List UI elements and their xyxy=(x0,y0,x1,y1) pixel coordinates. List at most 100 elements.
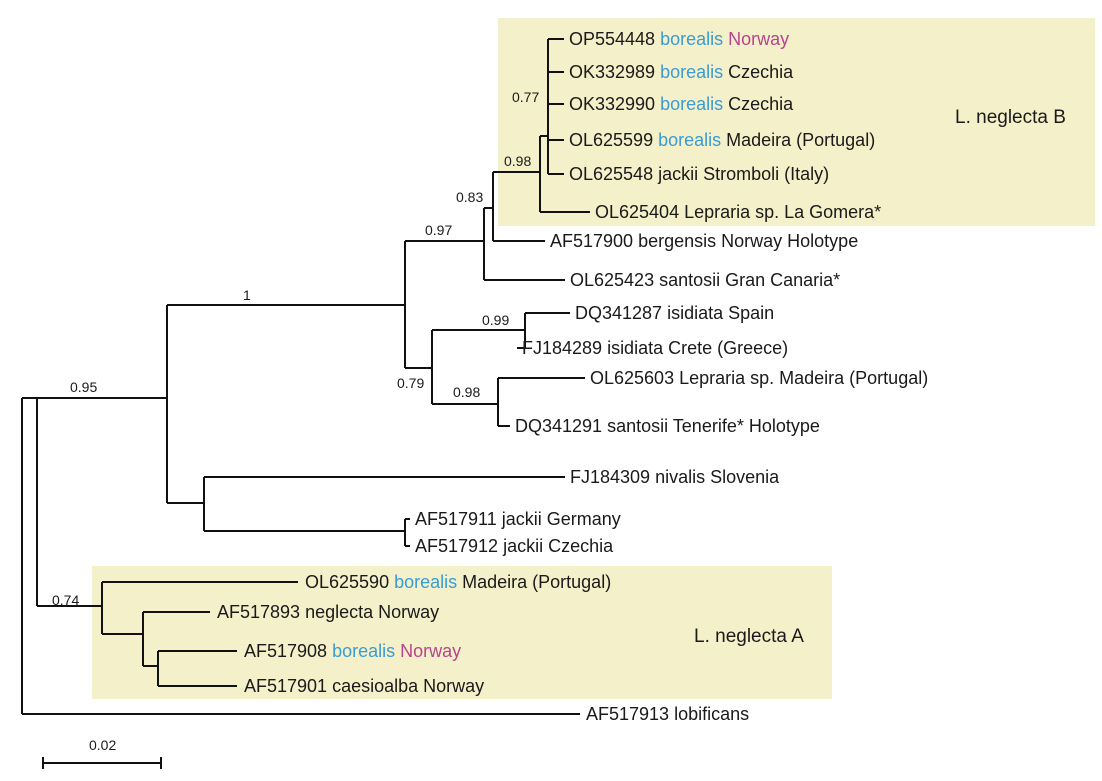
clade-b-highlight-box xyxy=(498,18,1095,226)
scale-bar-label: 0.02 xyxy=(89,737,116,753)
taxon-species: lobificans xyxy=(669,704,749,724)
taxon-label: AF517901 caesioalba Norway xyxy=(244,676,484,696)
taxon-label: AF517893 neglecta Norway xyxy=(217,602,439,622)
taxon-locality: Norway xyxy=(395,641,461,661)
taxon-species: borealis xyxy=(653,130,721,150)
taxon-species: jackii xyxy=(498,536,543,556)
taxon-label: DQ341291 santosii Tenerife* Holotype xyxy=(515,416,820,436)
taxon-acc: OL625548 xyxy=(569,164,653,184)
taxon-acc: AF517893 xyxy=(217,602,300,622)
taxon-locality: Madeira (Portugal) xyxy=(774,368,928,388)
taxon-acc: AF517911 xyxy=(415,509,497,529)
taxon-label: OL625599 borealis Madeira (Portugal) xyxy=(569,130,875,150)
taxon-label: OP554448 borealis Norway xyxy=(569,29,789,49)
taxon-locality: Tenerife* Holotype xyxy=(668,416,820,436)
taxon-locality: Germany xyxy=(542,509,621,529)
support-value: 0.77 xyxy=(512,89,539,105)
taxon-acc: AF517913 xyxy=(586,704,669,724)
taxon-acc: AF517901 xyxy=(244,676,327,696)
taxon-locality: La Gomera* xyxy=(779,202,881,222)
taxon-labels: OP554448 borealis Norway OK332989 boreal… xyxy=(217,29,928,724)
taxon-acc: DQ341291 xyxy=(515,416,602,436)
taxon-acc: OK332990 xyxy=(569,94,655,114)
taxon-acc: DQ341287 xyxy=(575,303,662,323)
taxon-label: AF517913 lobificans xyxy=(586,704,749,724)
taxon-label: AF517908 borealis Norway xyxy=(244,641,461,661)
taxon-locality: Czechia xyxy=(543,536,614,556)
clade-a-highlight-box xyxy=(92,566,832,699)
taxon-acc: OL625590 xyxy=(305,572,389,592)
taxon-acc: OL625599 xyxy=(569,130,653,150)
taxon-locality: Madeira (Portugal) xyxy=(721,130,875,150)
taxon-acc: OL625423 xyxy=(570,270,654,290)
taxon-species: borealis xyxy=(389,572,457,592)
taxon-locality: Stromboli (Italy) xyxy=(698,164,829,184)
taxon-species: borealis xyxy=(655,29,723,49)
taxon-label: OL625548 jackii Stromboli (Italy) xyxy=(569,164,829,184)
support-value: 0.99 xyxy=(482,312,509,328)
taxon-locality: Madeira (Portugal) xyxy=(457,572,611,592)
clade-a-label: L. neglecta A xyxy=(694,626,804,647)
taxon-locality: Crete (Greece) xyxy=(663,338,788,358)
taxon-locality: Slovenia xyxy=(705,467,780,487)
support-value: 0.74 xyxy=(52,592,79,608)
taxon-acc: OL625404 xyxy=(595,202,679,222)
taxon-label: FJ184309 nivalis Slovenia xyxy=(570,467,780,487)
taxon-label: OL625603 Lepraria sp. Madeira (Portugal) xyxy=(590,368,928,388)
support-value: 0.98 xyxy=(504,153,531,169)
taxon-species: bergensis xyxy=(633,231,716,251)
taxon-label: AF517912 jackii Czechia xyxy=(415,536,614,556)
taxon-species: neglecta xyxy=(300,602,374,622)
taxon-species: santosii xyxy=(602,416,668,436)
taxon-acc: FJ184309 xyxy=(570,467,650,487)
taxon-species: jackii xyxy=(497,509,542,529)
taxon-label: OK332990 borealis Czechia xyxy=(569,94,794,114)
taxon-species: Lepraria sp. xyxy=(679,202,779,222)
taxon-species: borealis xyxy=(327,641,395,661)
taxon-label: FJ184289 isidiata Crete (Greece) xyxy=(522,338,788,358)
scale-bar-line xyxy=(42,757,162,769)
clade-b-label: L. neglecta B xyxy=(955,107,1066,128)
taxon-label: OK332989 borealis Czechia xyxy=(569,62,794,82)
taxon-label: OL625423 santosii Gran Canaria* xyxy=(570,270,840,290)
support-value: 1 xyxy=(243,287,251,303)
taxon-locality: Norway xyxy=(723,29,789,49)
support-value: 0.98 xyxy=(453,384,480,400)
support-value: 0.97 xyxy=(425,222,452,238)
taxon-label: OL625590 borealis Madeira (Portugal) xyxy=(305,572,611,592)
taxon-species: isidiata xyxy=(602,338,664,358)
support-values: 1 0.95 0.97 0.83 0.98 0.77 0.99 0.79 0.9… xyxy=(52,89,539,608)
taxon-species: borealis xyxy=(655,94,723,114)
taxon-locality: Spain xyxy=(723,303,774,323)
taxon-label: AF517911 jackii Germany xyxy=(415,509,621,529)
taxon-locality: Norway Holotype xyxy=(716,231,858,251)
taxon-species: nivalis xyxy=(650,467,705,487)
taxon-locality: Czechia xyxy=(723,62,794,82)
taxon-label: DQ341287 isidiata Spain xyxy=(575,303,774,323)
taxon-species: jackii xyxy=(653,164,698,184)
taxon-locality: Norway xyxy=(418,676,484,696)
taxon-locality: Czechia xyxy=(723,94,794,114)
support-value: 0.83 xyxy=(456,189,483,205)
taxon-label: OL625404 Lepraria sp. La Gomera* xyxy=(595,202,881,222)
taxon-locality: Norway xyxy=(373,602,439,622)
taxon-species: isidiata xyxy=(662,303,724,323)
taxon-acc: AF517900 xyxy=(550,231,633,251)
taxon-species: borealis xyxy=(655,62,723,82)
taxon-acc: AF517908 xyxy=(244,641,327,661)
taxon-species: Lepraria sp. xyxy=(674,368,774,388)
tree-branches xyxy=(21,38,590,715)
support-value: 0.95 xyxy=(70,379,97,395)
taxon-acc: OK332989 xyxy=(569,62,655,82)
taxon-acc: OP554448 xyxy=(569,29,655,49)
scale-bar: 0.02 xyxy=(42,737,162,769)
taxon-acc: OL625603 xyxy=(590,368,674,388)
support-value: 0.79 xyxy=(397,375,424,391)
taxon-acc: AF517912 xyxy=(415,536,498,556)
taxon-locality: Gran Canaria* xyxy=(720,270,840,290)
taxon-label: AF517900 bergensis Norway Holotype xyxy=(550,231,858,251)
taxon-acc: FJ184289 xyxy=(522,338,602,358)
taxon-species: caesioalba xyxy=(327,676,419,696)
taxon-species: santosii xyxy=(654,270,720,290)
